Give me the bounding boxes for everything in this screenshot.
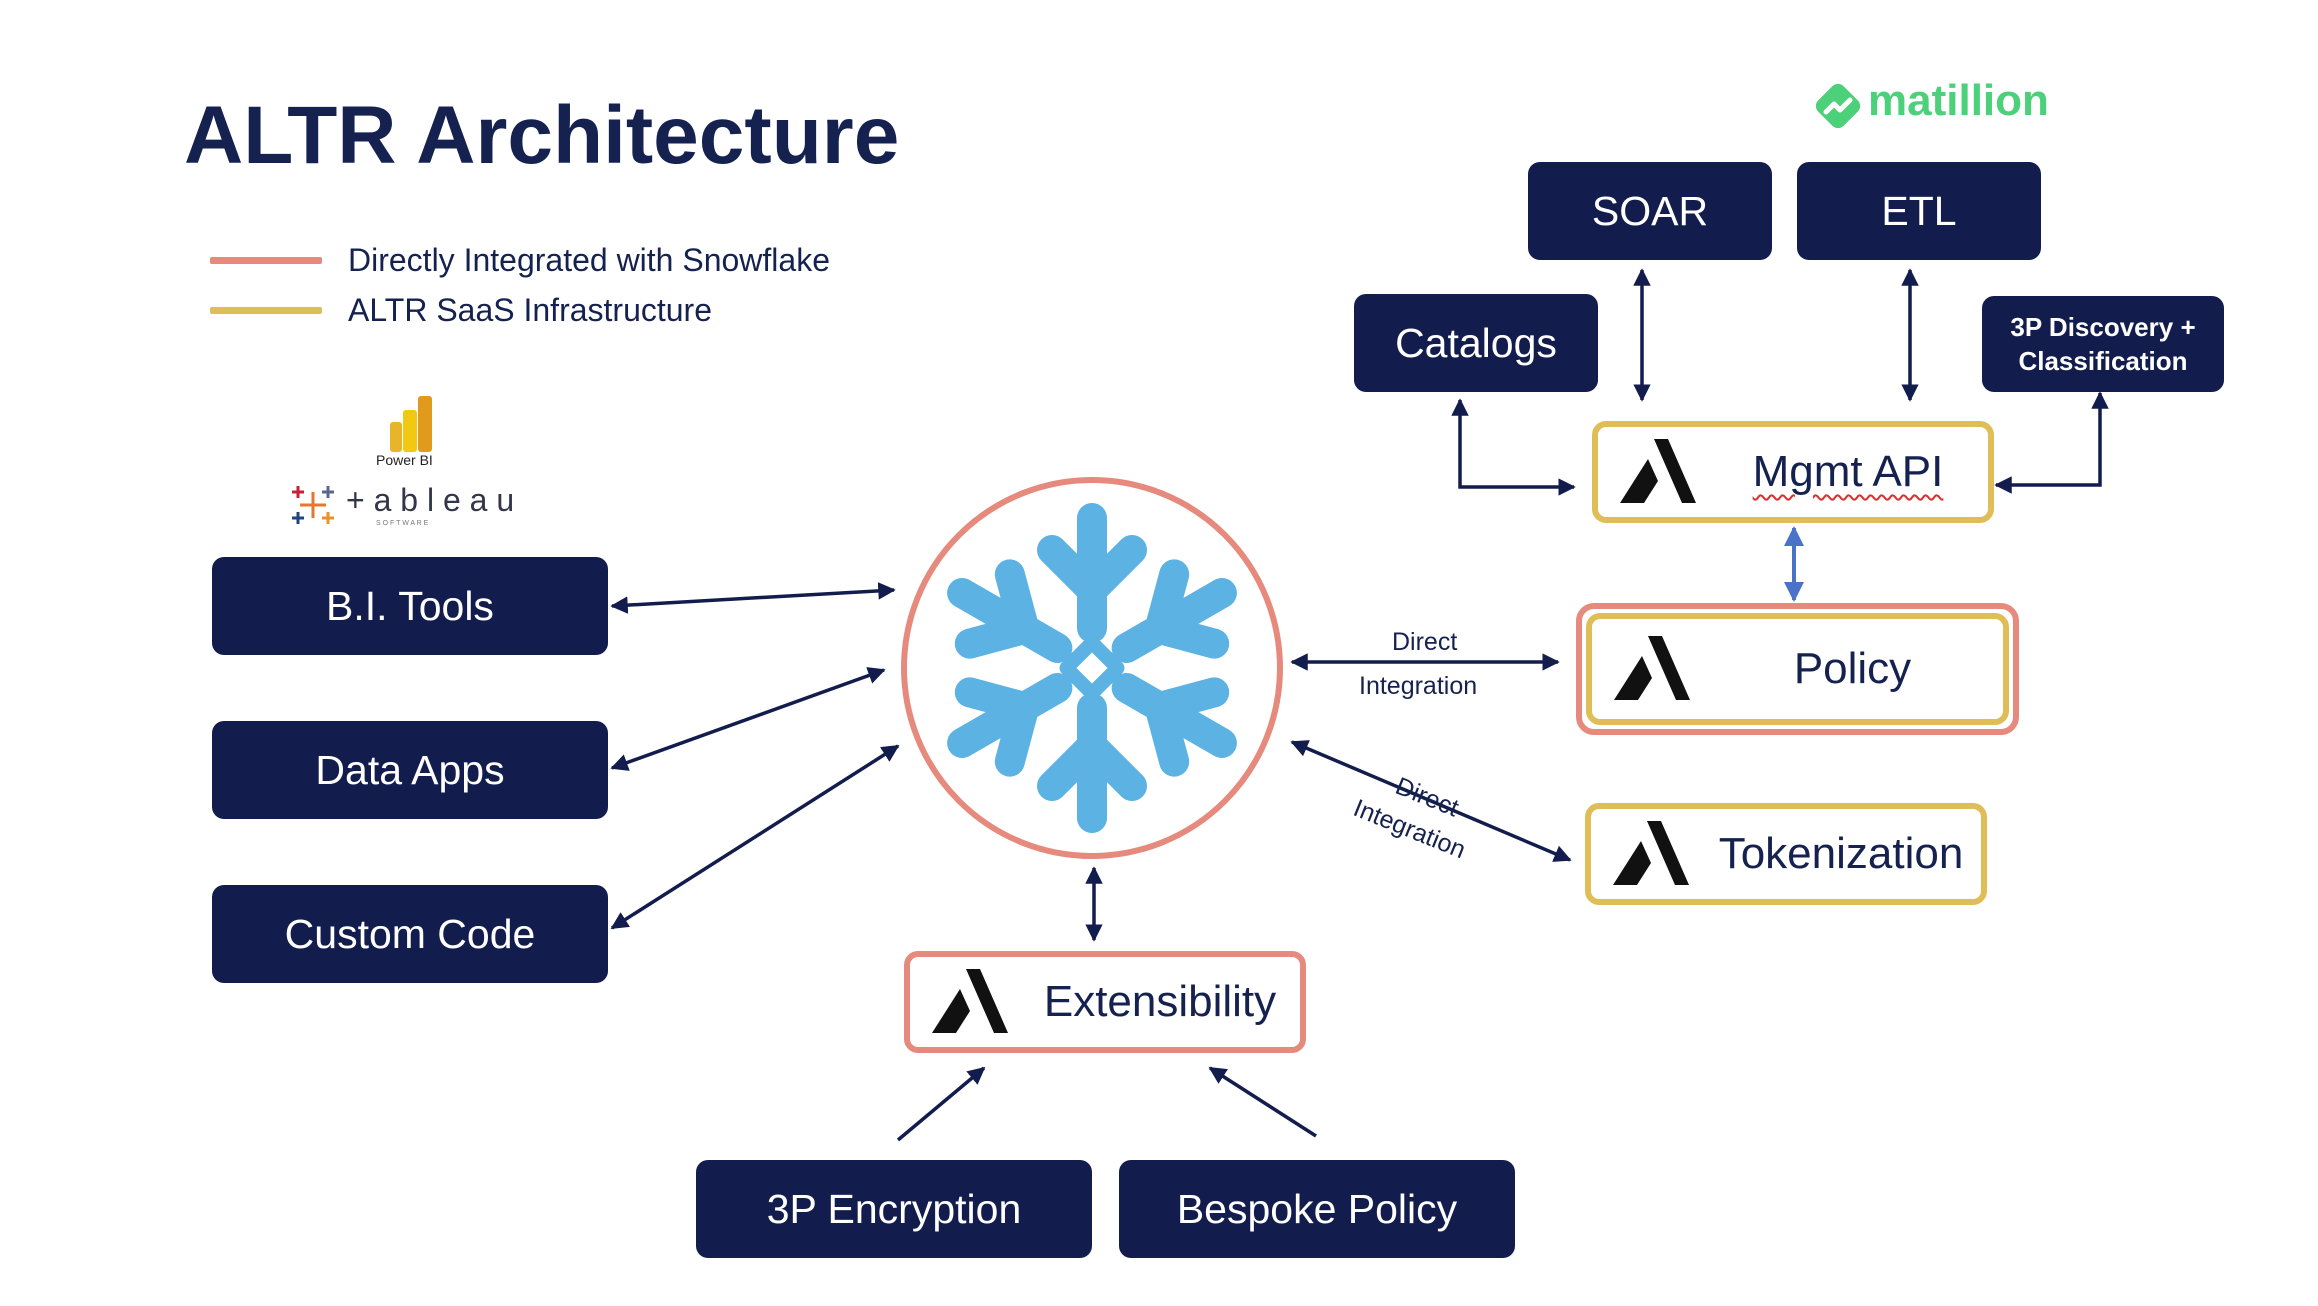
altr-logo-icon: [1614, 636, 1690, 700]
powerbi-label: Power BI: [376, 452, 433, 468]
catalogs-label: Catalogs: [1395, 319, 1557, 366]
data-apps-label: Data Apps: [315, 746, 505, 793]
data-apps-box: Data Apps: [212, 721, 608, 819]
legend-item-saas: ALTR SaaS Infrastructure: [210, 290, 712, 330]
extensibility-node: Extensibility: [904, 951, 1306, 1053]
etl-label: ETL: [1881, 187, 1957, 234]
custom-code-label: Custom Code: [284, 910, 536, 957]
discovery-label-line1: 3P Discovery +: [2010, 312, 2196, 342]
discovery-classification-box: 3P Discovery + Classification: [1982, 296, 2224, 392]
edge-label-integration: Integration: [1359, 672, 1478, 700]
legend-swatch-gold: [210, 306, 322, 314]
page-title: ALTR Architecture: [184, 90, 900, 181]
arrow-encryption-extensibility: [896, 1066, 986, 1142]
legend-item-snowflake: Directly Integrated with Snowflake: [210, 240, 830, 280]
bespoke-policy-label: Bespoke Policy: [1176, 1185, 1458, 1232]
catalogs-box: Catalogs: [1354, 294, 1598, 392]
arrow-data-apps-snowflake: [610, 667, 886, 771]
tableau-logo: + a b l e a u S O F T W A R E: [290, 482, 530, 532]
powerbi-icon: [390, 396, 432, 452]
legend-swatch-salmon: [210, 256, 322, 264]
arrow-catalogs-mgmt-api: [1451, 398, 1576, 496]
legend-label: Directly Integrated with Snowflake: [348, 241, 830, 278]
matillion-logo: matillion: [1812, 76, 2049, 136]
matillion-icon: [1815, 83, 1861, 129]
legend-label: ALTR SaaS Infrastructure: [348, 291, 712, 328]
policy-node: Policy: [1586, 613, 2009, 725]
policy-label: Policy: [1793, 644, 1912, 693]
tokenization-node: Tokenization: [1585, 803, 1987, 905]
arrow-bi-tools-snowflake: [610, 582, 896, 614]
custom-code-box: Custom Code: [212, 885, 608, 983]
arrow-bespoke-extensibility: [1208, 1066, 1317, 1138]
bespoke-policy-box: Bespoke Policy: [1119, 1160, 1515, 1258]
bi-tools-label: B.I. Tools: [326, 582, 494, 629]
edge-label-direct: Direct: [1392, 628, 1458, 656]
tableau-icon: [292, 486, 334, 524]
mgmt-api-label: Mgmt API: [1752, 447, 1944, 496]
bi-tools-box: B.I. Tools: [212, 557, 608, 655]
tableau-wordmark: + a b l e a u: [346, 482, 515, 518]
arrow-snowflake-tokenization: [1290, 740, 1572, 862]
mgmt-api-node: Mgmt API: [1592, 421, 1994, 523]
altr-logo-icon: [1613, 821, 1689, 885]
powerbi-logo: Power BI: [370, 396, 450, 470]
etl-box: ETL: [1797, 162, 2041, 260]
arrow-custom-code-snowflake: [610, 744, 900, 930]
arrow-discovery-mgmt-api: [1994, 391, 2109, 494]
encryption-label: 3P Encryption: [766, 1185, 1022, 1232]
tokenization-label: Tokenization: [1718, 829, 1964, 878]
soar-label: SOAR: [1591, 187, 1709, 234]
altr-logo-icon: [1620, 439, 1696, 503]
matillion-wordmark: matillion: [1868, 76, 2049, 125]
policy-outer-frame: [1576, 603, 2019, 735]
tableau-subtext: S O F T W A R E: [376, 520, 429, 527]
discovery-label-line2: Classification: [2018, 346, 2188, 376]
snowflake-icon: [947, 503, 1237, 833]
altr-logo-icon: [932, 969, 1008, 1033]
soar-box: SOAR: [1528, 162, 1772, 260]
encryption-box: 3P Encryption: [696, 1160, 1092, 1258]
extensibility-label: Extensibility: [1043, 977, 1277, 1026]
